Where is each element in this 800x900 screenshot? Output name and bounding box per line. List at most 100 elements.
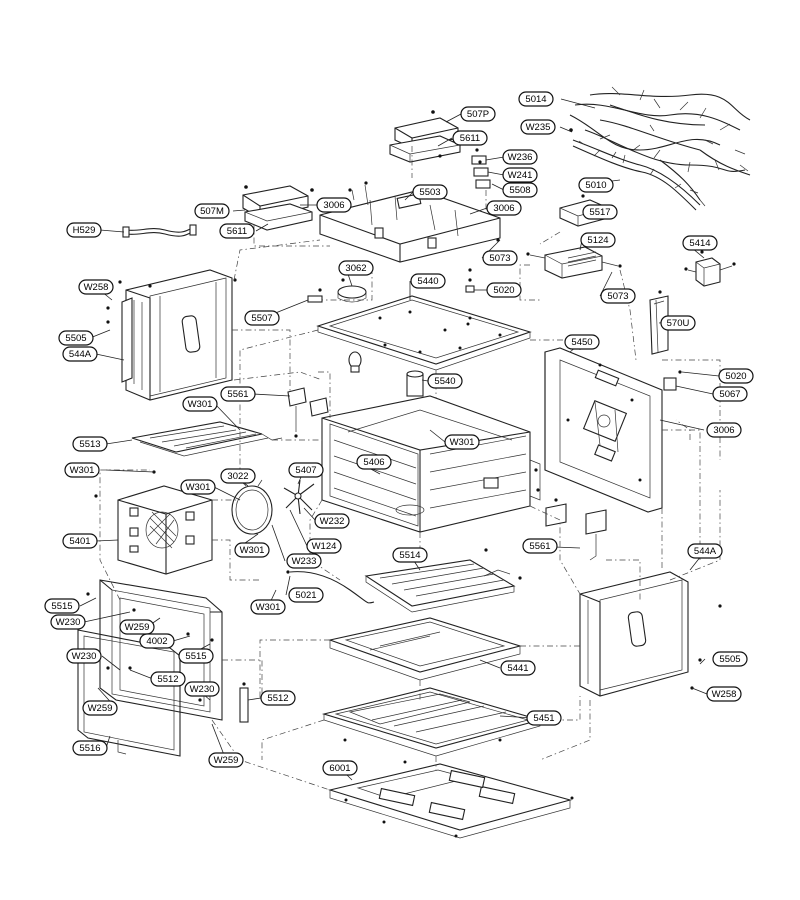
part-label-pill: [482, 250, 518, 266]
part-label-text: W301: [186, 482, 211, 493]
cooling-fan-5124: [526, 246, 622, 279]
part-label-text: 5507: [251, 313, 272, 324]
part-label-text: 544A: [69, 349, 92, 360]
part-label-text: 507P: [467, 109, 489, 120]
convection-element-3022: [231, 479, 273, 535]
part-label-544a: 544A: [687, 543, 723, 559]
part-label-pill: [427, 373, 463, 389]
part-label-text: 3006: [493, 203, 514, 214]
control-panel-5503: [319, 181, 501, 272]
part-label-pill: [522, 538, 558, 554]
part-label-pill: [66, 222, 102, 238]
part-label-pill: [600, 288, 636, 304]
part-label-3062: 3062: [338, 260, 374, 276]
part-label-pill: [712, 651, 748, 667]
part-label-text: 5441: [507, 663, 528, 674]
part-label-text: W301: [240, 545, 265, 556]
part-label-text: W230: [72, 651, 97, 662]
part-label-pill: [119, 619, 155, 635]
part-label-4002: 4002: [139, 633, 175, 649]
fan-blade-5407: [283, 479, 315, 515]
part-label-5503: 5503: [412, 184, 448, 200]
part-label-text: W301: [188, 399, 213, 410]
part-label-text: 5561: [529, 541, 550, 552]
part-label-pill: [526, 710, 562, 726]
part-label-pill: [316, 197, 352, 213]
part-label-5515: 5515: [44, 598, 80, 614]
part-label-w301: W301: [180, 479, 216, 495]
part-label-pill: [64, 462, 100, 478]
part-label-pill: [410, 273, 446, 289]
bracket-570u: [649, 290, 669, 355]
part-label-5407: 5407: [288, 462, 324, 478]
part-label-text: 3006: [323, 200, 344, 211]
part-label-text: 5503: [419, 187, 440, 198]
part-label-w230: W230: [50, 614, 86, 630]
part-label-text: 5561: [227, 389, 248, 400]
part-label-5507: 5507: [244, 310, 280, 326]
part-label-5505: 5505: [58, 330, 94, 346]
bracket-5505-left: [106, 297, 133, 383]
part-label-pill: [580, 232, 616, 248]
board-5611-top: [389, 135, 461, 163]
part-label-w230: W230: [184, 681, 220, 697]
door-latch-5414: [684, 250, 736, 287]
part-label-pill: [338, 260, 374, 276]
part-label-pill: [244, 310, 280, 326]
part-label-w230: W230: [66, 648, 102, 664]
part-label-pill: [712, 386, 748, 402]
part-label-pill: [178, 648, 214, 664]
part-label-text: 5515: [185, 651, 206, 662]
part-label-pill: [306, 538, 342, 554]
broil-element-5513: [131, 421, 283, 474]
part-label-5561: 5561: [220, 386, 256, 402]
lamp-socket-5561-top: [287, 387, 329, 438]
part-label-text: 3062: [345, 263, 366, 274]
part-label-text: 5401: [69, 536, 90, 547]
part-label-text: 5611: [227, 226, 247, 237]
bottom-tray-5441: [328, 617, 523, 681]
part-label-5073: 5073: [600, 288, 636, 304]
part-label-5067: 5067: [712, 386, 748, 402]
terminal-5507: [307, 288, 323, 303]
part-label-pill: [50, 614, 86, 630]
part-label-text: 5021: [295, 590, 316, 601]
part-label-pill: [288, 587, 324, 603]
part-label-pill: [182, 396, 218, 412]
part-label-pill: [502, 167, 538, 183]
part-label-w232: W232: [314, 513, 350, 529]
part-label-w235: W235: [520, 119, 556, 135]
part-label-5414: 5414: [682, 235, 718, 251]
part-label-pill: [234, 542, 270, 558]
part-label-text: W232: [320, 516, 345, 527]
door-switch-5561-bottom: [545, 498, 607, 561]
part-label-text: 5073: [489, 253, 510, 264]
part-label-pill: [44, 598, 80, 614]
part-label-text: 544A: [694, 546, 717, 557]
part-label-text: W235: [526, 122, 551, 133]
part-label-text: 3006: [713, 425, 734, 436]
part-label-pill: [706, 686, 742, 702]
part-label-5540: 5540: [427, 373, 463, 389]
part-label-text: W124: [312, 541, 337, 552]
part-label-w301: W301: [234, 542, 270, 558]
part-label-text: 5067: [719, 389, 740, 400]
hinge-5512: [239, 682, 249, 723]
part-label-3022: 3022: [220, 468, 256, 484]
part-label-text: 5073: [607, 291, 628, 302]
part-label-5020: 5020: [486, 282, 522, 298]
part-label-text: 5512: [157, 674, 178, 685]
part-label-text: 5513: [79, 439, 100, 450]
part-label-text: 5540: [434, 376, 455, 387]
wire-harness-w235: [569, 128, 701, 211]
board-5611-left: [244, 203, 313, 231]
bake-element-5514: [364, 548, 522, 613]
part-label-pill: [208, 752, 244, 768]
part-label-5508: 5508: [502, 182, 538, 198]
part-label-pill: [286, 553, 322, 569]
part-label-text: 5611: [460, 133, 480, 144]
part-label-text: W233: [292, 556, 317, 567]
part-label-pill: [62, 533, 98, 549]
part-label-text: W241: [508, 170, 533, 181]
